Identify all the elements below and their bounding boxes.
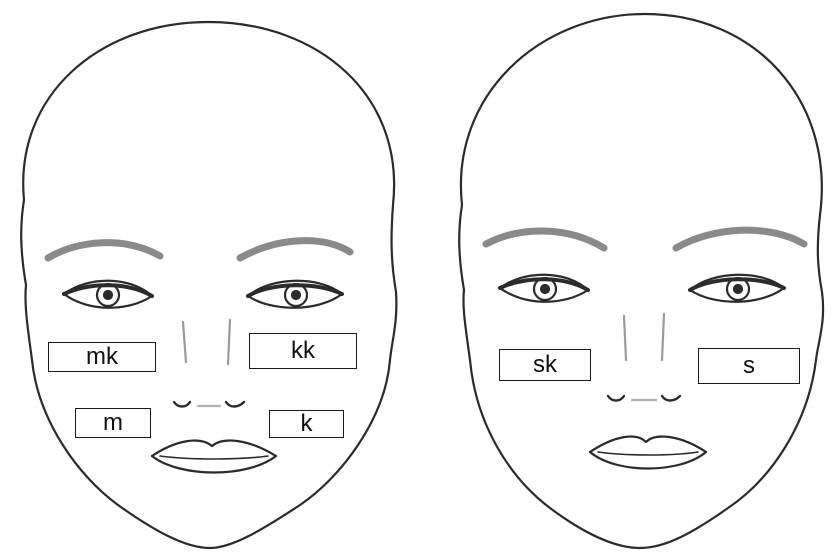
mouth bbox=[152, 441, 276, 473]
left-eye bbox=[500, 275, 588, 302]
right-brow bbox=[240, 241, 350, 258]
right-brow bbox=[676, 230, 804, 248]
right-eye bbox=[248, 281, 342, 308]
zone-label-kk: kk bbox=[249, 333, 357, 369]
zone-label-mk: mk bbox=[48, 342, 156, 372]
nose bbox=[174, 320, 244, 407]
zone-label-s: s bbox=[698, 348, 800, 384]
zone-label-m: m bbox=[75, 408, 151, 438]
right-eye bbox=[690, 275, 784, 302]
left-brow bbox=[486, 231, 604, 248]
nose bbox=[608, 314, 680, 401]
face-outline bbox=[21, 22, 396, 548]
left-eye bbox=[64, 281, 152, 308]
left-face bbox=[21, 22, 396, 548]
mouth bbox=[590, 437, 706, 469]
zone-label-sk: sk bbox=[499, 349, 591, 381]
left-brow bbox=[48, 243, 160, 258]
zone-label-k: k bbox=[269, 410, 344, 438]
right-face bbox=[459, 14, 823, 548]
